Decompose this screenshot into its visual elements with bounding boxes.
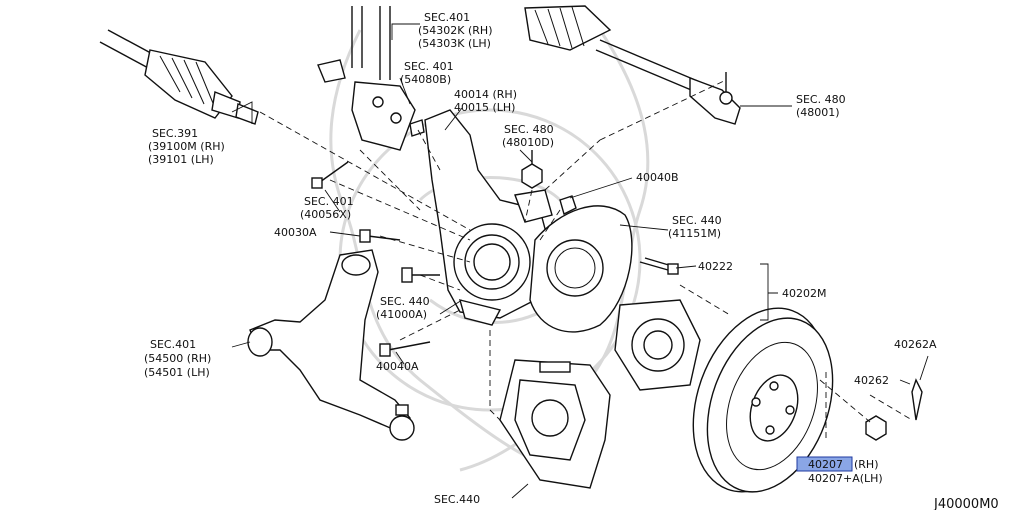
label-40207: 40207 (RH) 40207+A(LH) (796, 456, 883, 485)
label-40222: 40222 (698, 260, 733, 273)
steering-knuckle (424, 109, 553, 326)
label-sec401-c: SEC. 401 (40056X) (300, 195, 354, 221)
label-line: SEC.391 (152, 127, 198, 140)
lower-control-arm (247, 249, 415, 441)
tie-rod (524, 5, 792, 125)
label-sec440-b: SEC. 440 (41000A) (376, 295, 430, 321)
label-40040b: 40040B (636, 171, 679, 184)
label-line: (54080B) (400, 73, 451, 86)
label-line: (48010D) (502, 136, 554, 149)
label-line: (40056X) (300, 208, 351, 221)
brake-rotor (692, 307, 834, 493)
label-line: (41000A) (376, 308, 427, 321)
highlighted-part-number: 40207 (808, 458, 843, 471)
hub-bearing (614, 257, 701, 391)
label-line: (RH) (854, 458, 879, 471)
label-line: (41151M) (668, 227, 721, 240)
label-line: 40015 (LH) (454, 101, 515, 114)
label-line: SEC. 440 (672, 214, 722, 227)
drive-shaft (99, 29, 259, 125)
label-line: (48001) (796, 106, 840, 119)
diagram-code: J40000M0 (933, 497, 999, 510)
label-line: (39100M (RH) (148, 140, 225, 153)
label-40262: 40262 (854, 374, 889, 387)
bolts (311, 161, 923, 441)
label-40014: 40014 (RH) 40015 (LH) (454, 88, 517, 114)
label-line: SEC. 480 (796, 93, 846, 106)
baffle-plate (529, 205, 633, 333)
label-line: SEC.401 (150, 338, 196, 351)
label-40202m: 40202M (782, 287, 826, 300)
label-sec401-b: SEC. 401 (54080B) (400, 60, 454, 86)
label-line: (54303K (LH) (418, 37, 491, 50)
label-40040a: 40040A (376, 360, 419, 373)
label-line: (54501 (LH) (144, 366, 210, 379)
label-line: (54302K (RH) (418, 24, 493, 37)
label-line: SEC. 401 (404, 60, 454, 73)
ball-joint-nut (521, 150, 577, 216)
label-line: (54500 (RH) (144, 352, 211, 365)
label-line: (39101 (LH) (148, 153, 214, 166)
label-40262a: 40262A (894, 338, 937, 351)
label-line: SEC.401 (424, 11, 470, 24)
label-line: SEC. 480 (504, 123, 554, 136)
label-line: SEC. 440 (380, 295, 430, 308)
label-sec440-c: SEC.440 (434, 493, 480, 506)
label-sec480-mid: SEC. 480 (48010D) (502, 123, 554, 149)
leader-lines (231, 23, 929, 499)
assembly-lines (259, 79, 913, 440)
label-sec440-a: SEC. 440 (41151M) (668, 214, 722, 240)
strut-bracket (317, 6, 425, 151)
highlight-box (796, 456, 853, 472)
label-line: SEC. 401 (304, 195, 354, 208)
label-40030a: 40030A (274, 226, 317, 239)
label-sec480-top: SEC. 480 (48001) (796, 93, 846, 119)
brake-caliper (499, 359, 611, 489)
label-sec401-top: SEC.401 (54302K (RH) (54303K (LH) (418, 11, 493, 50)
label-sec391: SEC.391 (39100M (RH) (39101 (LH) (148, 127, 225, 166)
label-sec401-d: SEC.401 (54500 (RH) (54501 (LH) (144, 338, 211, 379)
label-line: 40207+A(LH) (808, 472, 883, 485)
label-line: 40014 (RH) (454, 88, 517, 101)
